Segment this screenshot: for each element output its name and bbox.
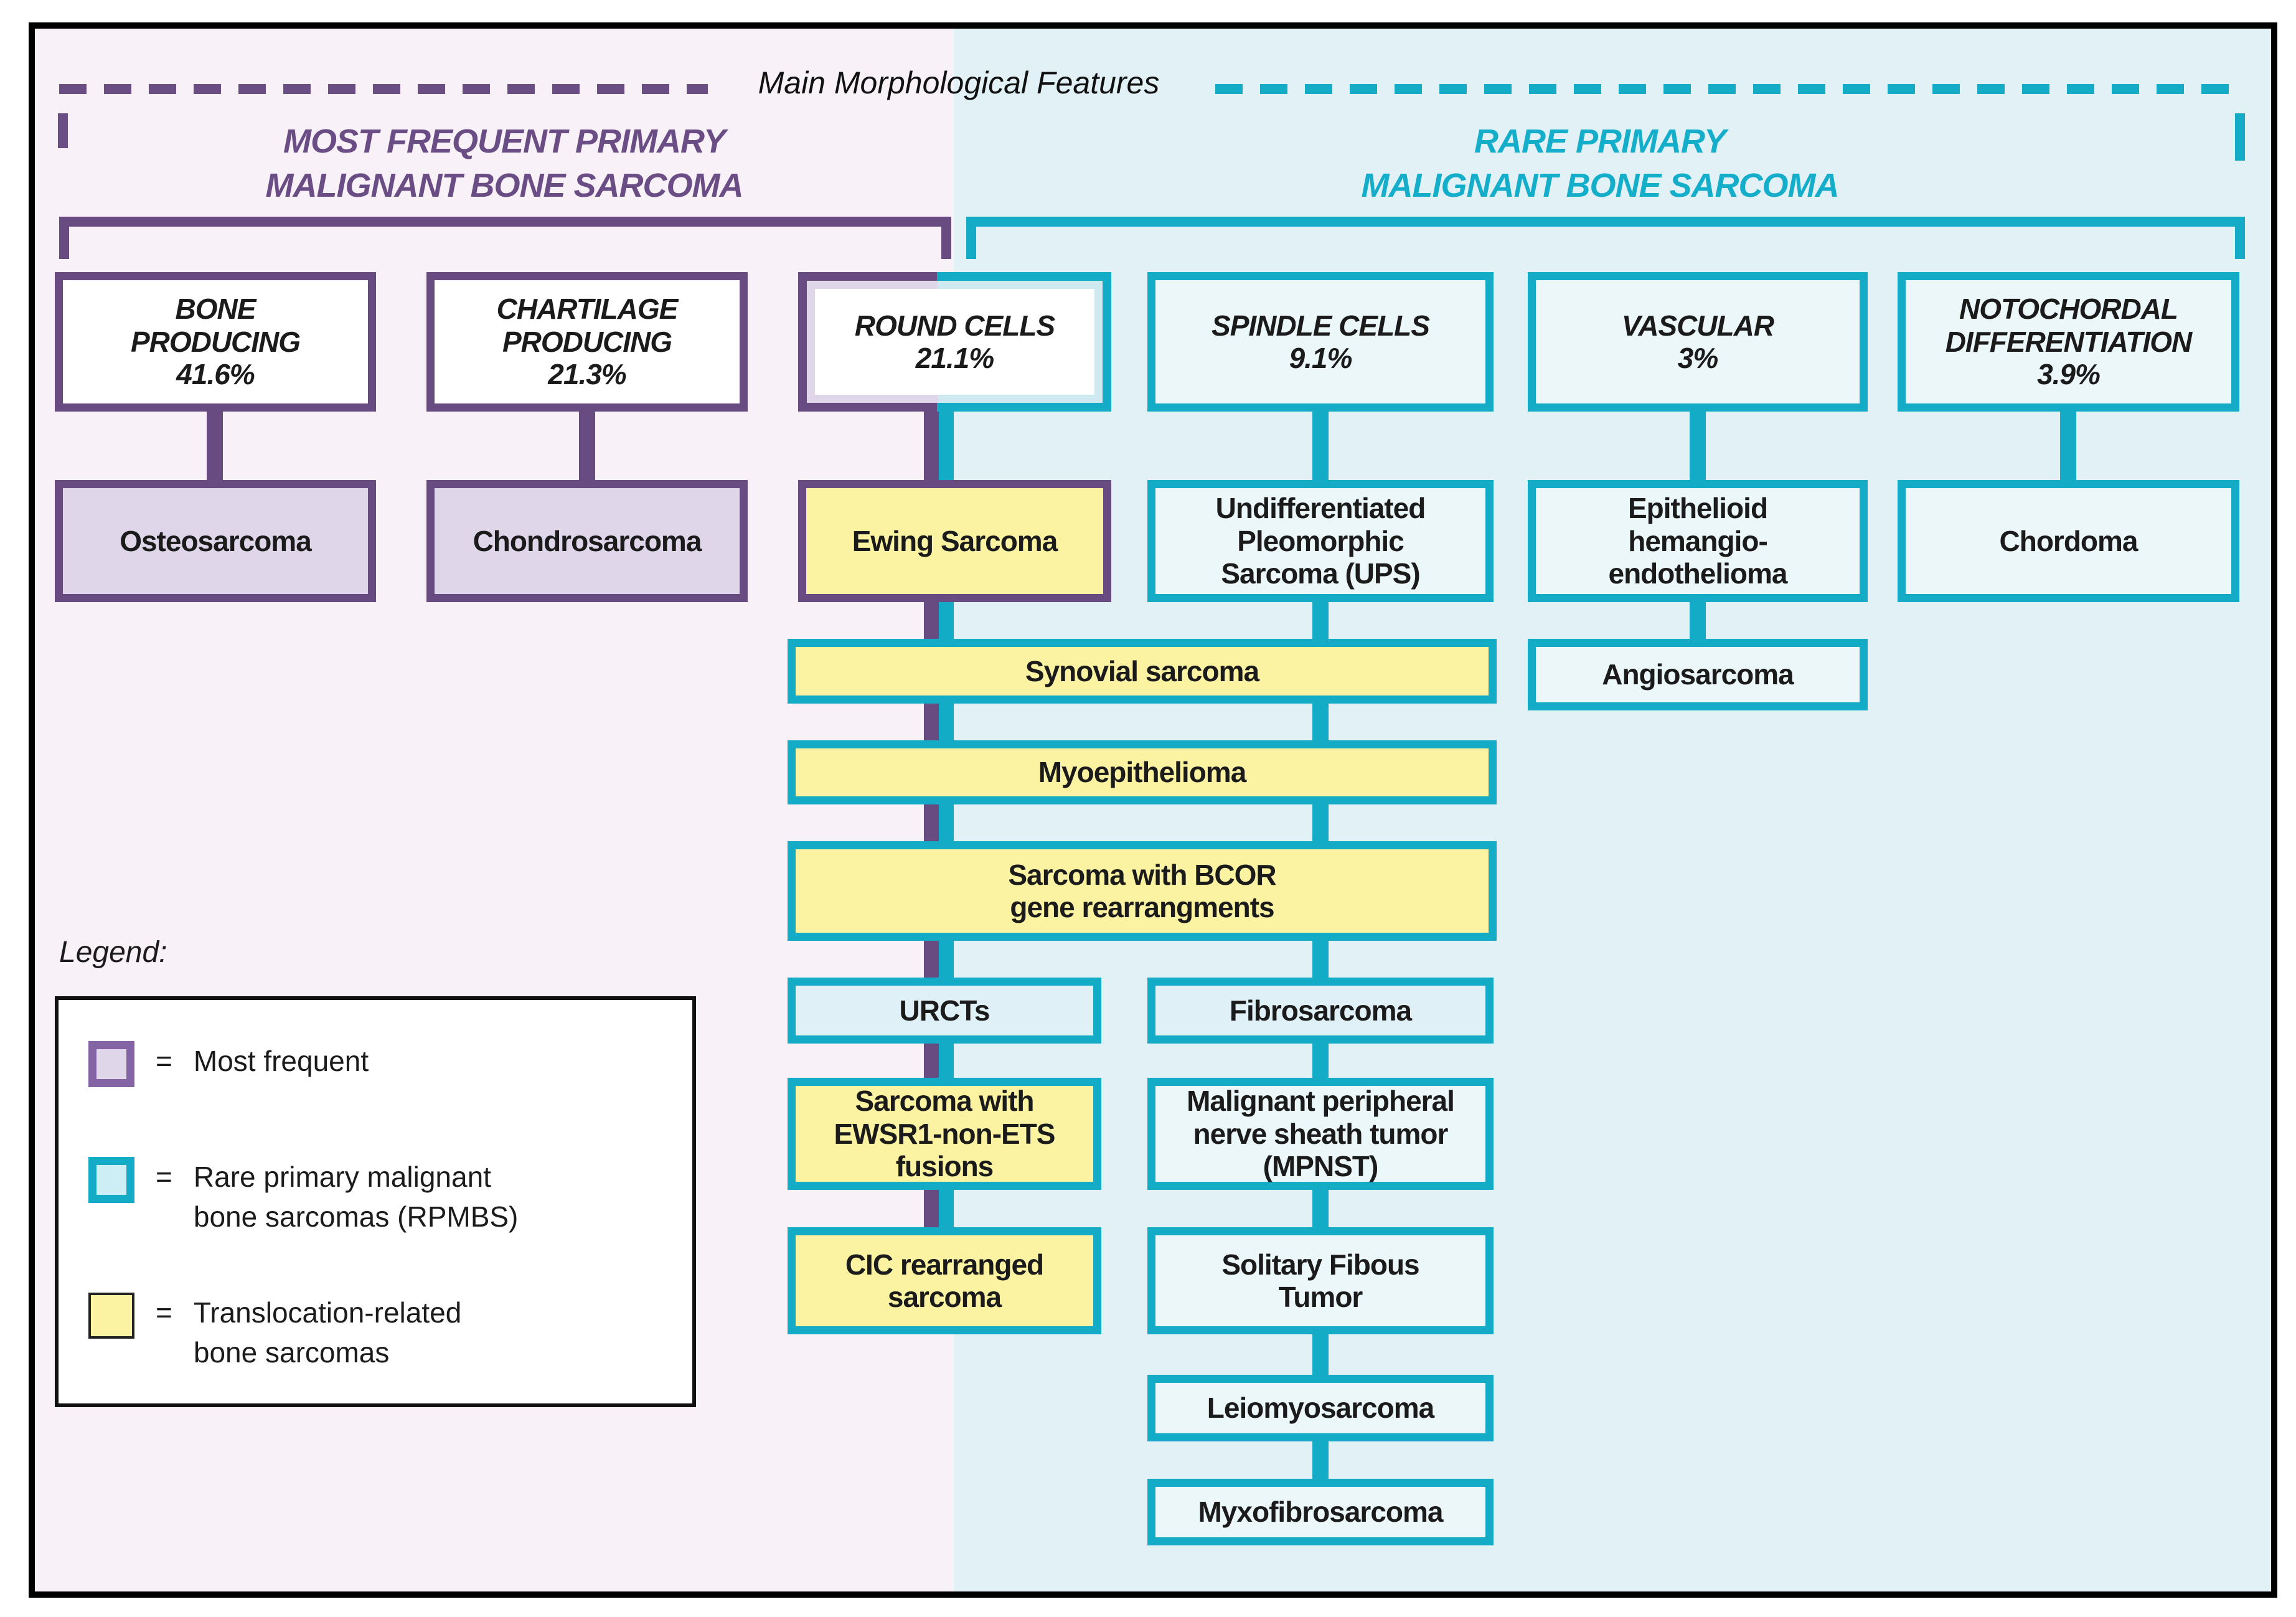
rare-group-background — [954, 29, 2271, 1591]
most-frequent-swatch — [88, 1041, 134, 1087]
header-spindle-cells: SPINDLE CELLS 9.1% — [1147, 272, 1494, 412]
diagram-title: Main Morphological Features — [758, 65, 1160, 100]
header-round-cells-label: ROUND CELLS 21.1% — [815, 289, 1094, 395]
translocation-swatch — [88, 1293, 134, 1339]
connector-bone-column — [207, 412, 223, 481]
node-myxofibrosarcoma: Myxofibrosarcoma — [1147, 1479, 1494, 1545]
dashed-line-purple — [59, 84, 708, 94]
dashed-line-left-tick — [58, 113, 68, 148]
node-ewsr1-sarcoma: Sarcoma with EWSR1-non-ETS fusions — [788, 1078, 1101, 1190]
legend-item-translocation: = Translocation-related bone sarcomas — [88, 1293, 461, 1372]
equals-sign: = — [156, 1161, 172, 1193]
node-chordoma: Chordoma — [1898, 480, 2239, 602]
equals-sign: = — [156, 1045, 172, 1077]
node-leiomyosarcoma: Leiomyosarcoma — [1147, 1375, 1494, 1441]
node-urcts: URCTs — [788, 978, 1101, 1044]
node-solitary-fibous-tumor: Solitary Fibous Tumor — [1147, 1227, 1494, 1334]
node-fibrosarcoma: Fibrosarcoma — [1147, 978, 1494, 1044]
connector-notochordal-column — [2060, 412, 2076, 481]
connector-cartilage-column — [579, 412, 595, 481]
header-cartilage-producing: CHARTILAGE PRODUCING 21.3% — [426, 272, 748, 412]
node-chondrosarcoma: Chondrosarcoma — [426, 480, 748, 602]
node-osteosarcoma: Osteosarcoma — [55, 480, 376, 602]
equals-sign: = — [156, 1296, 172, 1329]
legend-item-most-frequent: = Most frequent — [88, 1041, 369, 1087]
legend-label: Most frequent — [193, 1045, 369, 1077]
legend-item-rpmbs: = Rare primary malignant bone sarcomas (… — [88, 1157, 518, 1237]
legend-title: Legend: — [59, 936, 167, 969]
node-mpnst: Malignant peripheral nerve sheath tumor … — [1147, 1078, 1494, 1190]
group-title-most-frequent: MOST FREQUENT PRIMARY MALIGNANT BONE SAR… — [265, 123, 744, 205]
header-notochordal-differentiation: NOTOCHORDAL DIFFERENTIATION 3.9% — [1898, 272, 2239, 412]
legend-label: Translocation-related bone sarcomas — [193, 1296, 462, 1369]
node-synovial-sarcoma: Synovial sarcoma — [788, 639, 1497, 704]
rpmbs-swatch — [88, 1157, 134, 1203]
legend-box: = Most frequent = Rare primary malignant… — [55, 996, 696, 1407]
node-myoepithelioma: Myoepithelioma — [788, 740, 1497, 804]
group-title-rare-primary: RARE PRIMARY MALIGNANT BONE SARCOMA — [1361, 123, 1840, 205]
node-epithelioid-hemangioendothelioma: Epithelioid hemangio- endothelioma — [1528, 480, 1868, 602]
node-ups: Undifferentiated Pleomorphic Sarcoma (UP… — [1147, 480, 1494, 602]
header-round-cells-inner-ring: ROUND CELLS 21.1% — [807, 281, 1103, 403]
dashed-line-right-tick — [2235, 113, 2245, 161]
node-ewing-sarcoma: Ewing Sarcoma — [798, 480, 1111, 602]
dashed-line-teal — [1215, 84, 2244, 94]
node-angiosarcoma: Angiosarcoma — [1528, 639, 1868, 710]
header-round-cells: ROUND CELLS 21.1% — [798, 272, 1111, 412]
bracket-most-frequent — [59, 217, 951, 259]
node-cic-rearranged-sarcoma: CIC rearranged sarcoma — [788, 1227, 1101, 1334]
bracket-rare-primary — [966, 217, 2245, 259]
header-vascular: VASCULAR 3% — [1528, 272, 1868, 412]
node-bcor-sarcoma: Sarcoma with BCOR gene rearrangments — [788, 841, 1497, 941]
header-bone-producing: BONE PRODUCING 41.6% — [55, 272, 376, 412]
legend-label: Rare primary malignant bone sarcomas (RP… — [193, 1161, 519, 1233]
